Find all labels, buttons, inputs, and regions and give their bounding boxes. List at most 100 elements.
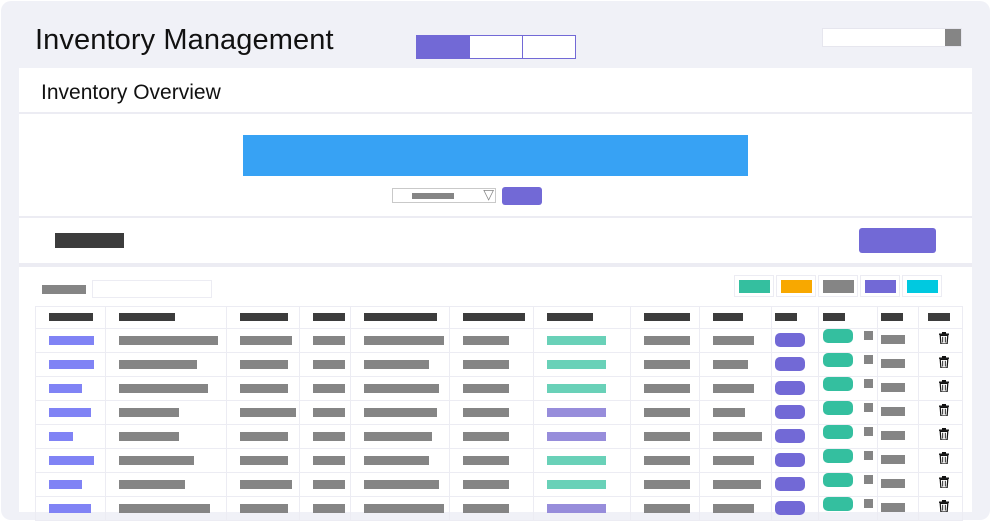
table-row[interactable] <box>35 471 963 497</box>
table-row[interactable] <box>35 447 963 473</box>
add-item-button[interactable] <box>859 228 936 253</box>
trash-icon[interactable] <box>938 355 949 373</box>
edit-button[interactable] <box>775 453 805 468</box>
column-header[interactable] <box>630 306 700 329</box>
search-icon[interactable] <box>945 29 961 46</box>
table-cell <box>533 447 631 473</box>
view-toggle-option-1[interactable] <box>416 35 470 59</box>
column-header[interactable] <box>35 306 106 329</box>
column-header[interactable] <box>226 306 300 329</box>
table-cell <box>105 327 227 353</box>
table-cell <box>105 471 227 497</box>
edit-button[interactable] <box>775 501 805 516</box>
count-placeholder <box>881 455 905 465</box>
table-cell <box>699 327 772 353</box>
view-button[interactable] <box>823 401 853 415</box>
trash-icon[interactable] <box>938 331 949 349</box>
view-button[interactable] <box>823 497 853 511</box>
table-cell[interactable] <box>35 447 106 473</box>
column-header[interactable] <box>449 306 534 329</box>
table-cell <box>818 351 878 377</box>
legend-item-4[interactable] <box>860 275 900 297</box>
apply-button[interactable] <box>502 187 542 205</box>
edit-button[interactable] <box>775 357 805 372</box>
table-cell[interactable] <box>35 471 106 497</box>
column-header[interactable] <box>918 306 963 329</box>
table-cell <box>299 399 351 425</box>
table-cell <box>630 351 700 377</box>
view-button[interactable] <box>823 329 853 343</box>
hero-banner <box>243 135 748 176</box>
table-cell <box>449 351 534 377</box>
table-cell[interactable] <box>35 423 106 449</box>
column-header[interactable] <box>818 306 878 329</box>
table-cell <box>449 423 534 449</box>
legend-swatch <box>780 279 812 293</box>
table-cell <box>105 423 227 449</box>
filter-select[interactable]: ▽ <box>392 187 496 203</box>
table-cell[interactable] <box>35 495 106 521</box>
table-cell[interactable] <box>35 351 106 377</box>
status-indicator <box>864 330 873 340</box>
table-cell[interactable] <box>35 399 106 425</box>
table-cell[interactable] <box>35 375 106 401</box>
table-cell[interactable] <box>35 327 106 353</box>
table-cell <box>699 399 772 425</box>
table-row[interactable] <box>35 375 963 401</box>
edit-button[interactable] <box>775 477 805 492</box>
trash-icon[interactable] <box>938 379 949 397</box>
table-cell <box>771 471 819 497</box>
trash-icon[interactable] <box>938 475 949 493</box>
table-cell <box>226 351 300 377</box>
legend-item-5[interactable] <box>902 275 942 297</box>
table-row[interactable] <box>35 423 963 449</box>
legend-item-2[interactable] <box>776 275 816 297</box>
view-toggle-option-2[interactable] <box>469 35 523 59</box>
trash-icon[interactable] <box>938 499 949 517</box>
column-header[interactable] <box>699 306 772 329</box>
column-header[interactable] <box>771 306 819 329</box>
search-input[interactable] <box>823 29 945 46</box>
table-filter-input[interactable] <box>92 280 212 298</box>
table-cell <box>771 399 819 425</box>
trash-icon[interactable] <box>938 451 949 469</box>
column-header[interactable] <box>877 306 919 329</box>
table-cell <box>699 423 772 449</box>
table-cell <box>699 471 772 497</box>
view-button[interactable] <box>823 353 853 367</box>
table-row[interactable] <box>35 351 963 377</box>
table-cell <box>918 471 963 497</box>
table-cell <box>226 375 300 401</box>
table-cell <box>299 471 351 497</box>
count-placeholder <box>881 383 905 393</box>
status-indicator <box>864 402 873 412</box>
legend-item-1[interactable] <box>734 275 774 297</box>
edit-button[interactable] <box>775 381 805 396</box>
trash-icon[interactable] <box>938 403 949 421</box>
inventory-table <box>35 306 963 521</box>
table-cell <box>918 327 963 353</box>
table-row[interactable] <box>35 399 963 425</box>
edit-button[interactable] <box>775 405 805 420</box>
column-header[interactable] <box>350 306 450 329</box>
edit-button[interactable] <box>775 333 805 348</box>
view-toggle-option-3[interactable] <box>522 35 576 59</box>
view-button[interactable] <box>823 449 853 463</box>
card-title: Inventory Overview <box>41 81 221 104</box>
legend-item-3[interactable] <box>818 275 858 297</box>
table-cell <box>299 447 351 473</box>
header-search <box>822 28 962 47</box>
table-cell <box>918 399 963 425</box>
column-header[interactable] <box>105 306 227 329</box>
view-button[interactable] <box>823 425 853 439</box>
trash-icon[interactable] <box>938 427 949 445</box>
column-header[interactable] <box>533 306 631 329</box>
column-header[interactable] <box>299 306 351 329</box>
edit-button[interactable] <box>775 429 805 444</box>
table-row[interactable] <box>35 495 963 521</box>
view-button[interactable] <box>823 473 853 487</box>
table-cell <box>299 351 351 377</box>
view-button[interactable] <box>823 377 853 391</box>
table-cell <box>818 399 878 425</box>
table-row[interactable] <box>35 327 963 353</box>
